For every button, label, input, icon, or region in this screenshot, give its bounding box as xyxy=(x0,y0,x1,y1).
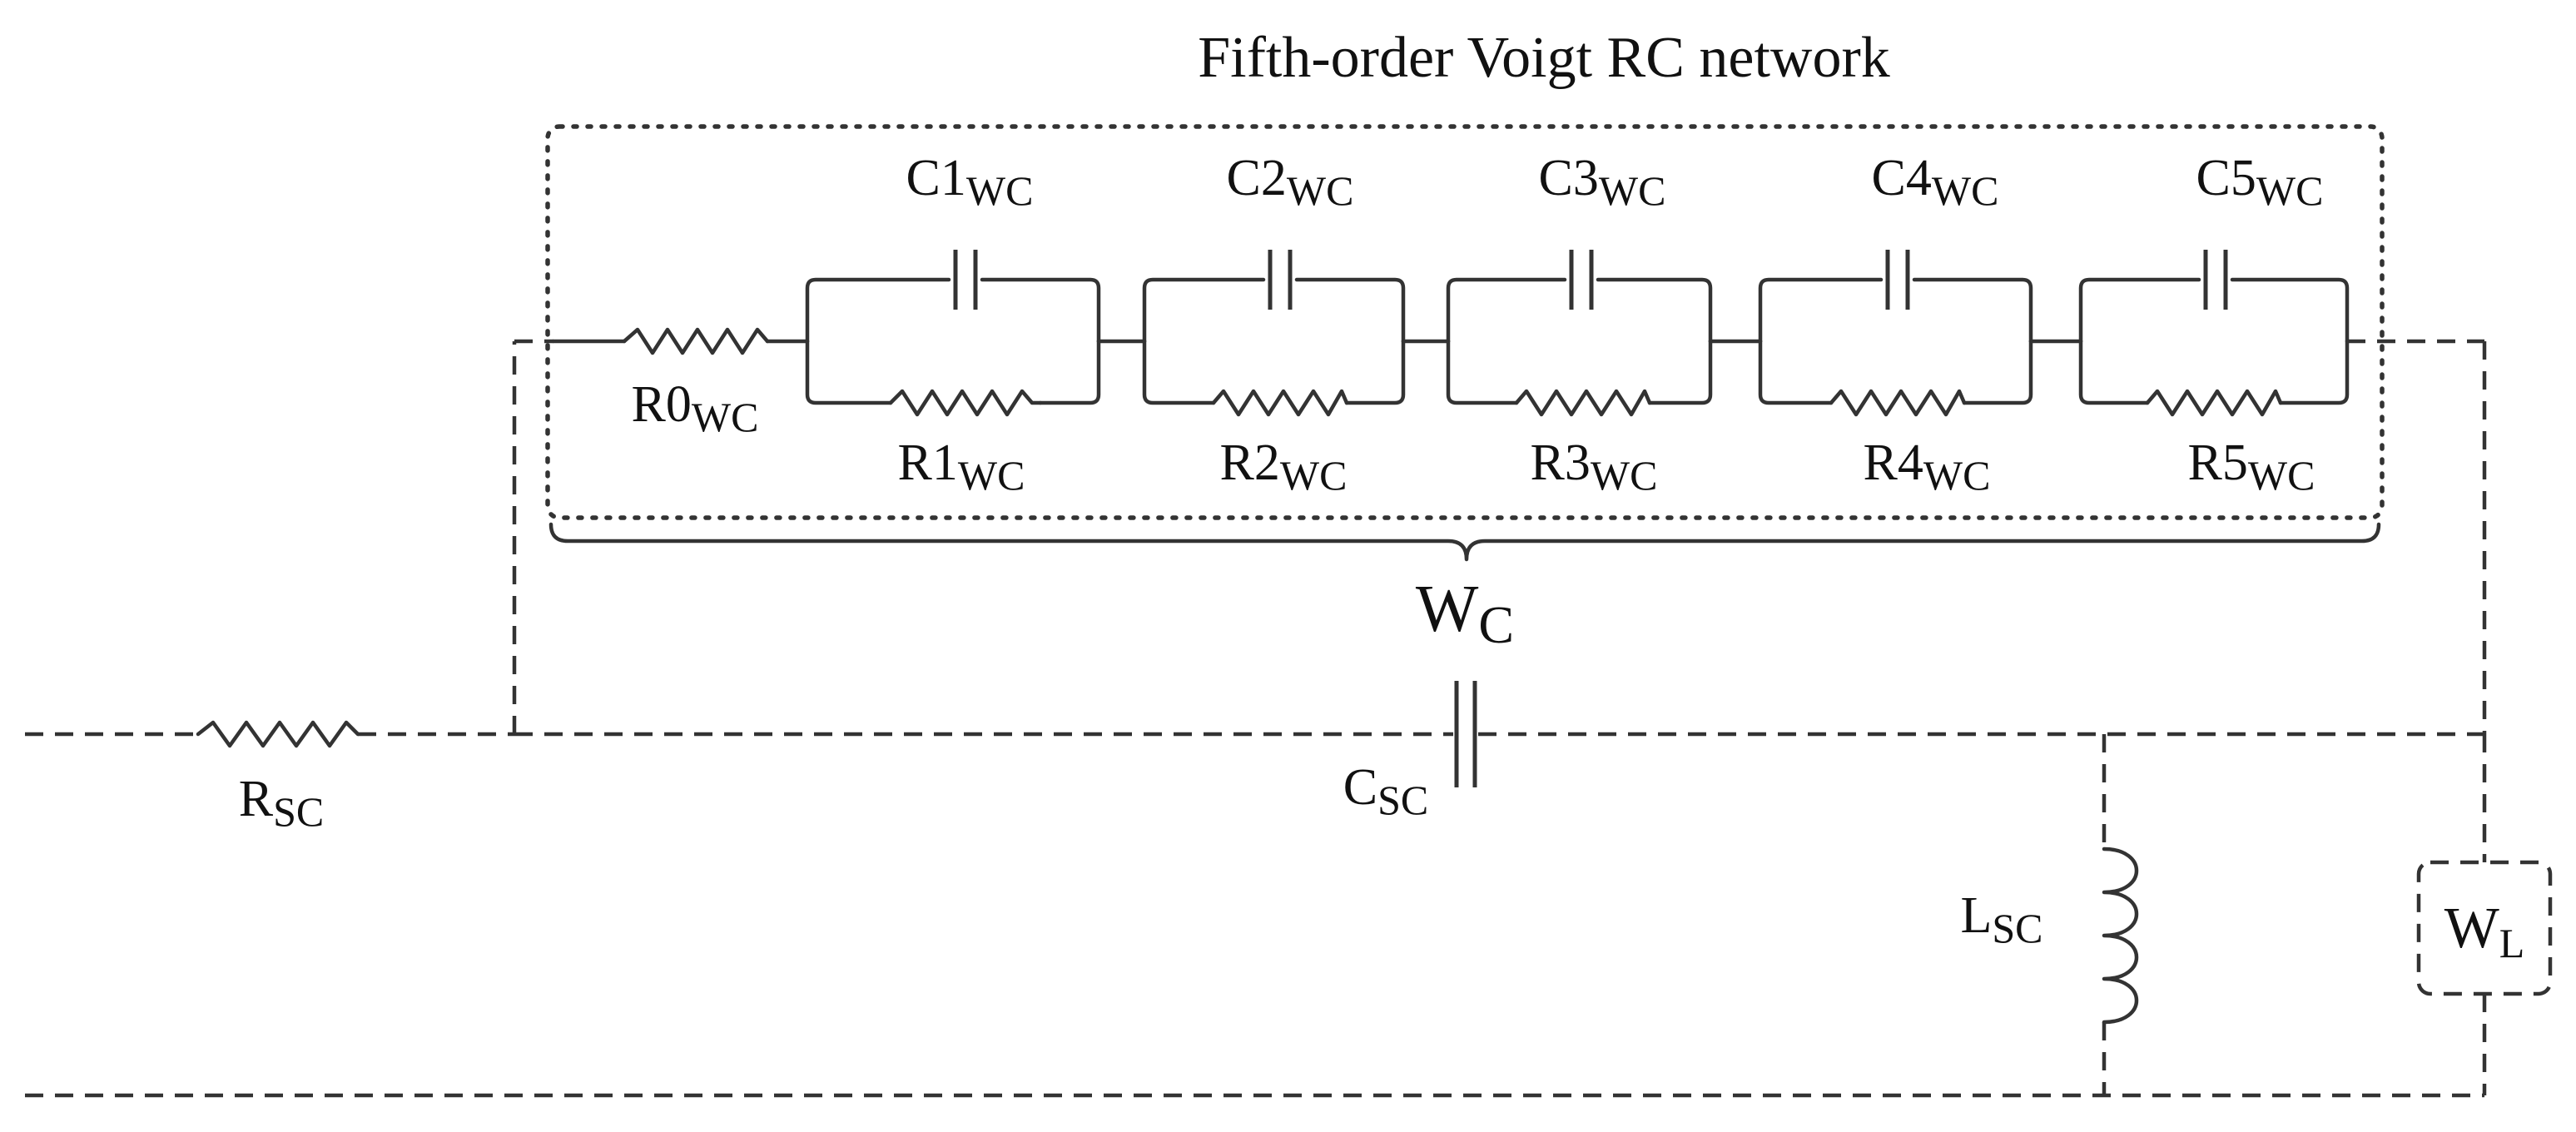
r0-resistor-symbol xyxy=(622,327,770,355)
network-labels: R0WC C1WC R1WC C2WC R2WC C3WC R3WC C4WC … xyxy=(632,150,2324,499)
c3-label: C3WC xyxy=(1539,150,1666,214)
c4-label: C4WC xyxy=(1872,150,1999,214)
r5-resistor-symbol xyxy=(2145,389,2283,417)
rsc-resistor-symbol xyxy=(196,720,360,748)
r1-resistor-symbol xyxy=(888,389,1043,417)
rc-element-2 xyxy=(1142,250,1406,417)
c1-label: C1WC xyxy=(906,150,1034,214)
lsc-inductor-symbol xyxy=(2102,847,2139,1025)
lsc-label: LSC xyxy=(1960,887,2042,951)
outer-labels: RSC CSC LSC WL xyxy=(239,759,2525,966)
c2-label: C2WC xyxy=(1227,150,1354,214)
c5-label: C5WC xyxy=(2196,150,2324,214)
voigt-network-wiring xyxy=(551,327,2083,355)
r2-resistor-symbol xyxy=(1211,389,1349,417)
wc-label-sub: C xyxy=(1478,595,1514,654)
rc-element-1 xyxy=(805,250,1101,417)
csc-label: CSC xyxy=(1343,759,1429,823)
wc-label-main: W xyxy=(1416,573,1479,646)
outer-circuit xyxy=(25,339,2553,1098)
r5-label: R5WC xyxy=(2188,434,2315,499)
wl-label: WL xyxy=(2444,896,2525,966)
r2-label: R2WC xyxy=(1220,434,1348,499)
r4-resistor-symbol xyxy=(1829,389,1967,417)
rsc-label: RSC xyxy=(239,771,325,835)
wc-label: WC xyxy=(1416,573,1514,654)
rc-element-4 xyxy=(1758,250,2033,417)
r1-label: R1WC xyxy=(898,434,1025,499)
r3-label: R3WC xyxy=(1531,434,1658,499)
r3-resistor-symbol xyxy=(1514,389,1652,417)
r0-label: R0WC xyxy=(632,376,759,440)
rc-element-3 xyxy=(1446,250,1713,417)
network-brace xyxy=(548,522,2381,562)
voigt-network-box xyxy=(545,124,2385,520)
rc-element-5 xyxy=(2078,250,2350,417)
diagram-title: Fifth-order Voigt RC network xyxy=(1198,26,1890,90)
r4-label: R4WC xyxy=(1864,434,1991,499)
